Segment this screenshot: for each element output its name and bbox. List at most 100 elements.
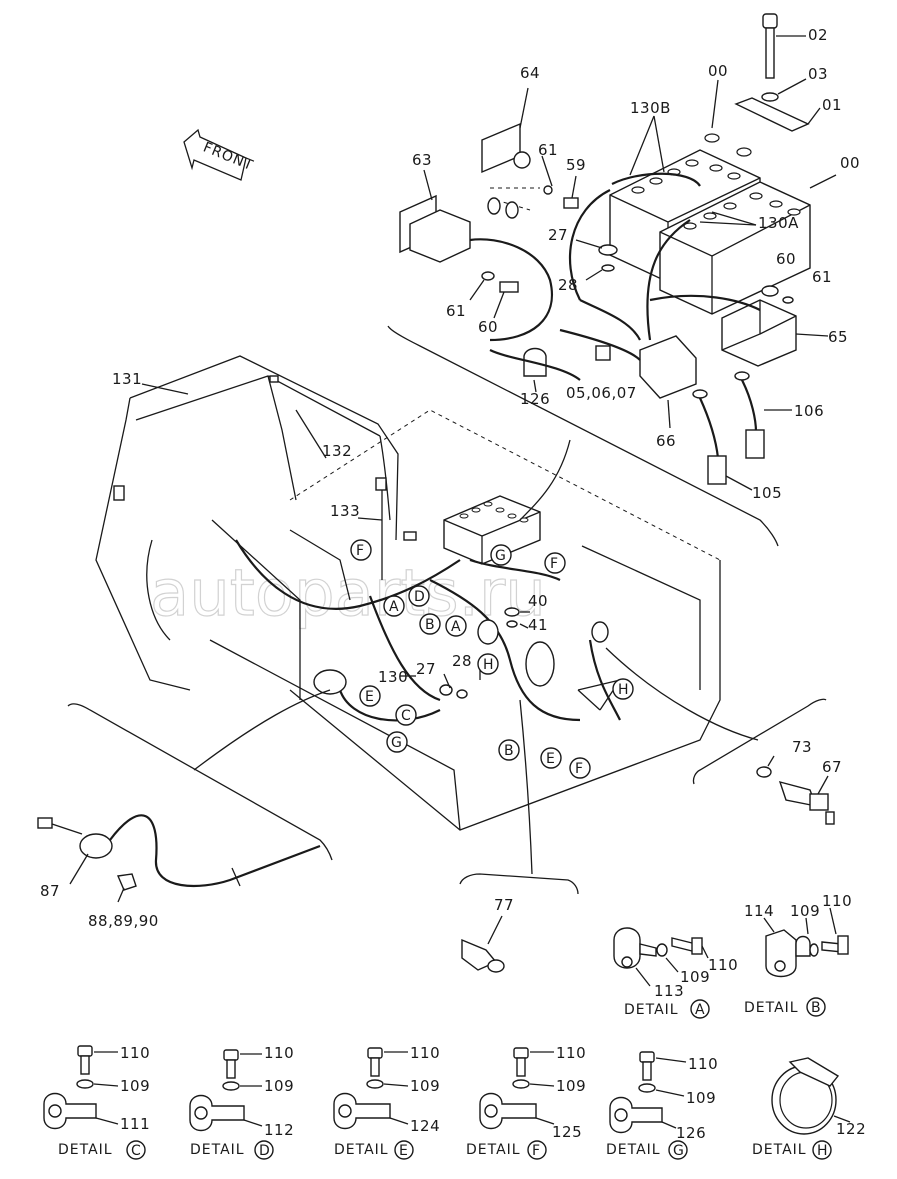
detail-a: 110 109 113 DETAIL A — [613, 927, 738, 1019]
detail-g-letter: G — [673, 1143, 685, 1159]
detail-b-bolt-label: 110 — [822, 892, 852, 910]
battery-small — [443, 495, 541, 565]
callout-b-2: B — [498, 739, 520, 761]
detail-f-letter: F — [532, 1143, 541, 1159]
svg-text:E: E — [365, 689, 375, 705]
detail-b-letter: B — [811, 1000, 822, 1016]
callout-letters: F A D G F B A H E C G B E F H — [350, 539, 634, 779]
detail-c-letter: C — [131, 1143, 142, 1159]
detail-e: 110 109 124 DETAIL E — [333, 1044, 440, 1160]
detail-c-title: DETAIL — [58, 1142, 113, 1158]
detail-a-clip-label: 113 — [654, 982, 684, 1000]
svg-text:H: H — [483, 657, 495, 673]
detail-c: 110 109 111 DETAIL C — [43, 1044, 150, 1160]
label-87: 87 — [40, 882, 60, 900]
detail-b: 114 109 110 DETAIL B — [744, 892, 852, 1017]
callout-d-1: D — [408, 585, 430, 607]
lead-87 — [193, 689, 331, 771]
svg-text:B: B — [425, 617, 436, 633]
label-61-c: 61 — [446, 302, 466, 320]
detail-f-washer-label: 109 — [556, 1077, 586, 1095]
detail-d: 110 109 112 DETAIL D — [189, 1044, 294, 1160]
label-61-b: 61 — [812, 268, 832, 286]
bracket-lower-right — [692, 698, 827, 785]
detail-e-clip-label: 124 — [410, 1117, 440, 1135]
detail-b-title: DETAIL — [744, 1000, 799, 1016]
detail-a-washer-label: 109 — [680, 968, 710, 986]
relay-63 — [399, 169, 553, 342]
lead-upper — [519, 439, 571, 521]
detail-f: 110 109 125 DETAIL F — [466, 1044, 586, 1160]
label-63: 63 — [412, 151, 432, 169]
svg-text:E: E — [546, 751, 556, 767]
bracket-lower-mid — [459, 873, 579, 895]
svg-text:A: A — [389, 599, 400, 615]
detail-c-bolt-label: 110 — [120, 1044, 150, 1062]
label-00-b: 00 — [840, 154, 860, 172]
callout-c-1: C — [395, 704, 417, 726]
detail-d-washer-label: 109 — [264, 1077, 294, 1095]
label-60-b: 60 — [478, 318, 498, 336]
callout-g-2: G — [386, 731, 408, 753]
callout-b-1: B — [419, 613, 441, 635]
label-64: 64 — [520, 64, 540, 82]
part-66 — [559, 294, 761, 429]
label-130: 130 — [378, 668, 408, 686]
detail-e-washer-label: 109 — [410, 1077, 440, 1095]
callout-a-1: A — [383, 595, 405, 617]
detail-h-letter: H — [817, 1143, 829, 1159]
detail-b-clip-label: 114 — [744, 902, 774, 920]
svg-text:B: B — [504, 743, 515, 759]
label-131: 131 — [112, 370, 142, 388]
detail-g: 110 109 126 DETAIL G — [606, 1051, 718, 1160]
leader-lines — [141, 383, 530, 689]
label-05-06-07: 05,06,07 — [566, 384, 637, 402]
label-59: 59 — [566, 156, 586, 174]
part-77 — [461, 915, 505, 973]
label-27-b: 27 — [416, 660, 436, 678]
detail-d-title: DETAIL — [190, 1142, 245, 1158]
svg-text:A: A — [451, 619, 462, 635]
label-60-a: 60 — [776, 250, 796, 268]
detail-h-title: DETAIL — [752, 1142, 807, 1158]
bracket-lower-left — [67, 703, 333, 861]
svg-text:C: C — [401, 708, 412, 724]
svg-text:G: G — [495, 548, 507, 564]
callout-f-2: F — [544, 552, 566, 574]
svg-text:D: D — [414, 589, 426, 605]
battery-assembly — [568, 13, 837, 341]
label-66: 66 — [656, 432, 676, 450]
label-88-89-90: 88,89,90 — [88, 912, 159, 930]
label-73: 73 — [792, 738, 812, 756]
label-28-b: 28 — [452, 652, 472, 670]
label-106: 106 — [794, 402, 824, 420]
callout-h-2: H — [612, 678, 634, 700]
callout-e-1: E — [359, 685, 381, 707]
label-130a: 130A — [758, 214, 799, 232]
label-67: 67 — [822, 758, 842, 776]
callout-f-1: F — [350, 539, 372, 561]
svg-text:F: F — [575, 761, 584, 777]
label-133: 133 — [330, 502, 360, 520]
label-132: 132 — [322, 442, 352, 460]
cables-105-106 — [692, 371, 792, 491]
callout-e-2: E — [540, 747, 562, 769]
part-87 — [37, 814, 321, 903]
label-105: 105 — [752, 484, 782, 502]
label-41: 41 — [528, 616, 548, 634]
callout-g-1: G — [490, 544, 512, 566]
detail-g-bolt-label: 110 — [688, 1055, 718, 1073]
detail-g-clip-label: 126 — [676, 1124, 706, 1142]
detail-e-letter: E — [399, 1143, 409, 1159]
front-label: FRONT — [201, 140, 256, 175]
detail-f-bolt-label: 110 — [556, 1044, 586, 1062]
detail-d-letter: D — [259, 1143, 271, 1159]
label-02: 02 — [808, 26, 828, 44]
upper-bracket — [387, 325, 779, 547]
detail-g-title: DETAIL — [606, 1142, 661, 1158]
label-27-a: 27 — [548, 226, 568, 244]
part-labels: 02 03 01 00 00 130B 130A 64 61 59 63 27 … — [40, 26, 860, 930]
label-28-a: 28 — [558, 276, 578, 294]
detail-h: 122 DETAIL H — [752, 1057, 866, 1160]
